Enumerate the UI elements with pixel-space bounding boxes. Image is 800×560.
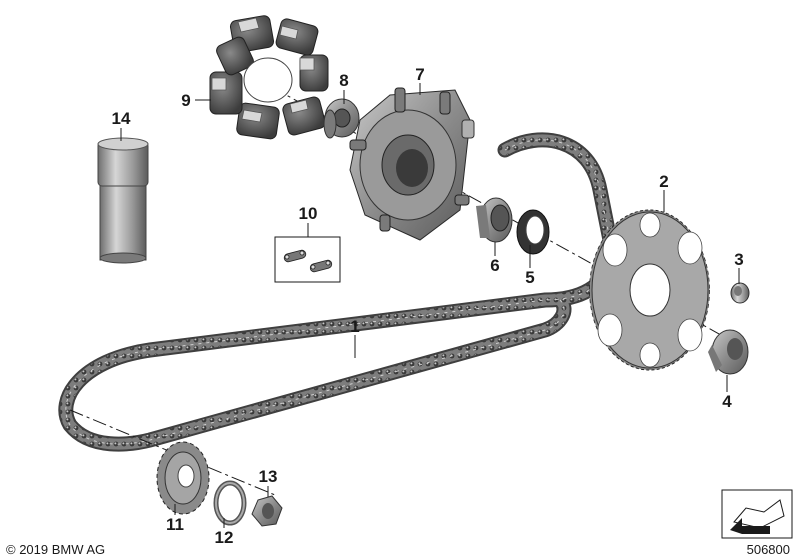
drive-chain (58, 132, 620, 452)
copyright-text: © 2019 BMW AG (6, 542, 105, 557)
rear-washer (708, 329, 749, 375)
leader-lines (120, 83, 740, 528)
wheel-hub-carrier (349, 87, 475, 241)
front-collar-nut (251, 495, 283, 527)
front-sprocket (156, 441, 210, 515)
callout-14: 14 (112, 109, 131, 128)
callout-8: 8 (339, 71, 348, 90)
chain-lube-can (97, 137, 149, 264)
callout-13: 13 (259, 467, 278, 486)
bearing-6 (476, 197, 513, 243)
callout-2: 2 (659, 172, 668, 191)
callout-7: 7 (415, 65, 424, 84)
figure-number: 506800 (747, 542, 790, 557)
rubber-damper (209, 15, 329, 140)
callout-4: 4 (722, 392, 732, 411)
sprocket-nut (730, 282, 750, 304)
lock-washer (213, 480, 247, 526)
chain-link-kit (274, 236, 341, 283)
callout-6: 6 (490, 256, 499, 275)
callouts: 1 2 3 4 5 6 7 8 9 10 11 12 13 14 (112, 65, 744, 547)
callout-5: 5 (525, 268, 534, 287)
shaft-seal (516, 209, 550, 255)
callout-12: 12 (215, 528, 234, 547)
bearing-8 (323, 98, 360, 139)
view-direction-symbol (721, 489, 793, 539)
callout-9: 9 (181, 91, 190, 110)
callout-10: 10 (299, 204, 318, 223)
callout-11: 11 (166, 515, 184, 534)
rear-sprocket (589, 209, 710, 371)
callout-1: 1 (350, 317, 359, 336)
callout-3: 3 (734, 250, 743, 269)
